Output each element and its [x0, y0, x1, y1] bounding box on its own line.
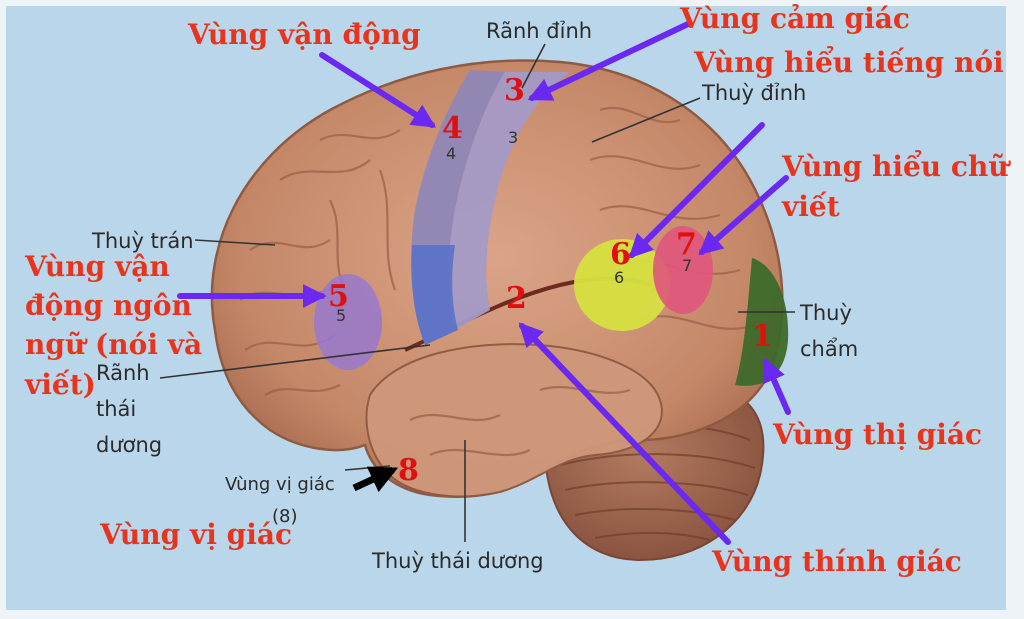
figure-number-6: 6 — [614, 268, 625, 287]
label-central-sulcus: Rãnh đỉnh — [486, 19, 593, 43]
label-lateral-sulcus-2: thái — [96, 397, 137, 421]
figure-number-4: 4 — [446, 144, 457, 163]
region-number-6: 6 — [610, 237, 631, 272]
region-number-3: 3 — [504, 73, 525, 108]
arrow-sensory — [527, 21, 691, 101]
figure-number-3: 3 — [508, 128, 519, 147]
region-number-8: 8 — [398, 453, 419, 488]
leader-lines — [159, 43, 795, 542]
label-visual-area: Vùng thị giác — [773, 418, 983, 451]
arrow-speech-understanding — [628, 122, 765, 259]
pointer-arrows — [177, 21, 791, 545]
writing-understanding-area — [653, 226, 713, 314]
label-speech-motor-1: Vùng vận — [25, 250, 170, 283]
arrow-writing-understanding — [698, 175, 789, 256]
sensory-area — [448, 72, 570, 330]
label-writing-understanding-2: viết — [782, 190, 840, 223]
motor-area-lower — [411, 245, 458, 345]
label-motor-area: Vùng vận động — [188, 18, 421, 51]
region-number-4: 4 — [442, 111, 463, 146]
label-speech-motor-2: động ngôn — [25, 289, 192, 322]
label-auditory-area: Vùng thính giác — [712, 545, 962, 578]
label-lateral-sulcus-1: Rãnh — [96, 361, 150, 385]
region-number-7: 7 — [676, 227, 697, 262]
label-occipital-lobe-2: chẩm — [800, 337, 859, 361]
arrow-motor — [319, 52, 437, 128]
label-speech-motor-4: viết) — [25, 368, 96, 401]
visual-area — [735, 258, 789, 386]
label-parietal-lobe: Thuỳ đỉnh — [702, 81, 807, 105]
figure-number-5: 5 — [336, 306, 347, 325]
label-taste-area: Vùng vị giác — [100, 518, 293, 551]
speech-motor-area — [314, 274, 382, 370]
label-taste-small: Vùng vị giác — [225, 474, 335, 495]
label-occipital-lobe-1: Thuỳ — [800, 301, 852, 325]
label-speech-motor-3: ngữ (nói và — [25, 328, 203, 361]
label-writing-understanding-1: Vùng hiểu chữ — [782, 150, 1009, 183]
figure-number-7: 7 — [682, 256, 693, 275]
label-temporal-lobe: Thuỳ thái dương — [372, 549, 544, 573]
arrow-auditory — [518, 322, 731, 545]
region-number-1: 1 — [752, 319, 773, 354]
region-number-2: 2 — [506, 281, 527, 316]
arrow-taste — [352, 466, 399, 493]
label-sensory-area: Vùng cảm giác — [680, 2, 910, 35]
region-number-5: 5 — [328, 279, 349, 314]
arrow-visual — [762, 357, 791, 415]
label-frontal-lobe: Thuỳ trán — [92, 229, 194, 253]
speech-understanding-area — [574, 239, 670, 331]
label-taste-small-number: (8) — [272, 506, 298, 527]
label-speech-understanding: Vùng hiểu tiếng nói — [694, 46, 1004, 79]
label-lateral-sulcus-3: dương — [96, 433, 163, 457]
